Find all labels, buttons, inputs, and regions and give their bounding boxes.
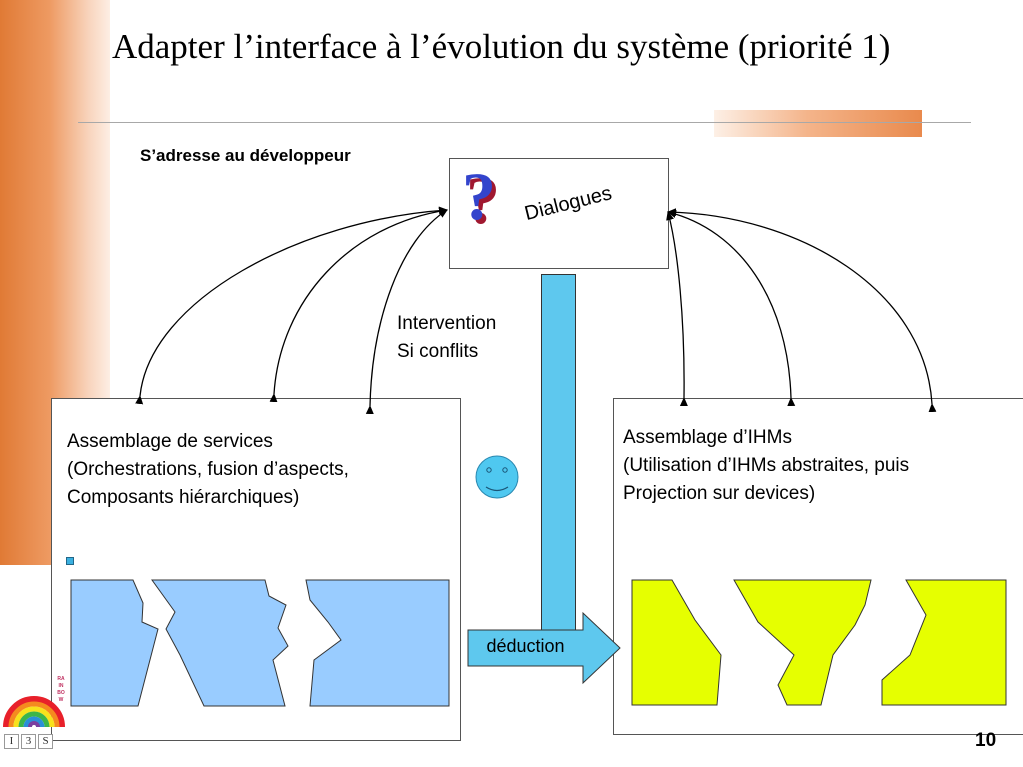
deduction-label: déduction — [486, 636, 565, 656]
services-line-1: Assemblage de services — [67, 431, 273, 452]
ihm-piece-2 — [733, 579, 872, 706]
rainbow-logo — [3, 696, 65, 728]
logo-letter-1: I — [4, 734, 19, 749]
title-accent-bar — [714, 110, 922, 137]
ihm-description: Assemblage d’IHMs (Utilisation d’IHMs ab… — [623, 424, 909, 508]
svg-text:?: ? — [462, 158, 496, 234]
title-divider — [78, 122, 971, 123]
page-number: 10 — [975, 730, 997, 751]
question-mark-icon: ? ? — [462, 158, 500, 238]
logo-letter-2: 3 — [21, 734, 36, 749]
audience-note: S’adresse au développeur — [140, 146, 351, 165]
services-line-2: (Orchestrations, fusion d’aspects, — [67, 459, 349, 480]
small-square-marker — [66, 557, 74, 565]
logo-side-text: RAINBOW — [57, 676, 65, 703]
smiley-icon — [475, 455, 519, 499]
services-description: Assemblage de services (Orchestrations, … — [67, 428, 349, 512]
arrow-dialog-services-3 — [365, 209, 448, 415]
intervention-bar — [541, 274, 576, 631]
service-piece-3 — [305, 579, 450, 707]
slide-title: Adapter l’interface à l’évolution du sys… — [112, 27, 891, 66]
intervention-line-1: Intervention — [397, 313, 497, 334]
deduction-arrow — [467, 611, 621, 685]
service-piece-2 — [151, 579, 289, 707]
arrow-dialog-ihm-2 — [667, 210, 796, 407]
service-pieces — [70, 579, 450, 707]
ihm-line-1: Assemblage d’IHMs — [623, 427, 792, 448]
ihm-line-3: Projection sur devices) — [623, 483, 816, 504]
ihm-line-2: (Utilisation d’IHMs abstraites, puis — [623, 455, 910, 476]
ihm-pieces — [631, 579, 1007, 706]
dialogues-box — [449, 158, 669, 269]
ihm-piece-1 — [631, 579, 722, 706]
arrow-dialog-services-2 — [269, 207, 448, 403]
ihm-piece-3 — [881, 579, 1007, 706]
arrow-dialog-ihm-3 — [667, 208, 937, 413]
intervention-line-2: Si conflits — [397, 341, 479, 362]
arrow-dialog-services-1 — [135, 206, 448, 405]
arrow-dialog-ihm-1 — [666, 211, 688, 407]
svg-text:?: ? — [466, 162, 500, 238]
intervention-note: Intervention Si conflits — [397, 310, 496, 366]
logo-letter-3: S — [38, 734, 53, 749]
services-line-3: Composants hiérarchiques) — [67, 487, 300, 508]
service-piece-1 — [70, 579, 159, 707]
